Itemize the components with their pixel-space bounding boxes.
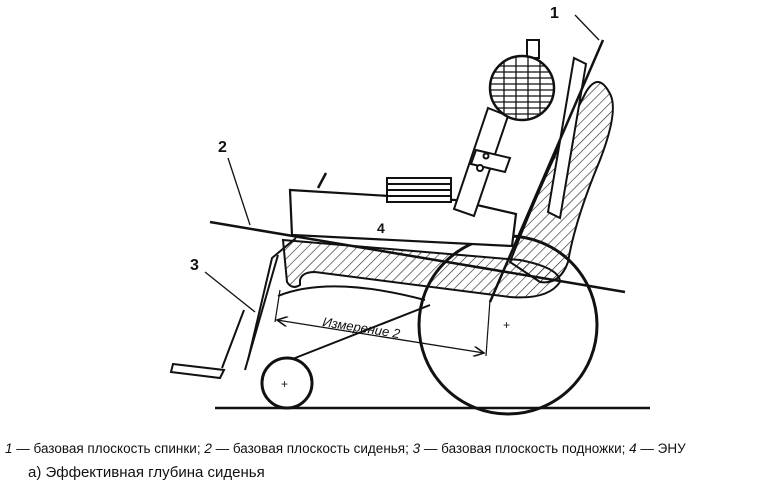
callout-1: 1: [550, 5, 559, 22]
legend-text-4: — ЭНУ: [636, 441, 686, 456]
caster-wheel: +: [260, 356, 314, 410]
legend-num-1: 1: [5, 441, 13, 456]
head-connector: [526, 39, 540, 59]
enu-back-linkage: [452, 106, 512, 218]
measurement-dimension-line: [277, 320, 484, 353]
callout-leader-1: [574, 14, 600, 41]
callout-leader-2: [227, 157, 251, 226]
wheelchair-diagram: + +: [169, 5, 650, 416]
measurement-label: Измерение 2: [322, 314, 402, 341]
legend-caption: 1 — базовая плоскость спинки; 2 — базова…: [5, 441, 686, 456]
extension-line-front: [274, 289, 281, 323]
footrest-reference-plane: [244, 254, 279, 371]
weight-stack: [386, 177, 452, 203]
extension-line-rear: [485, 299, 491, 357]
back-reference-plane: [488, 39, 605, 303]
footrest: [169, 362, 226, 380]
callout-4: 4: [377, 220, 385, 236]
callout-leader-3: [204, 271, 256, 313]
legend-num-2: 2: [204, 441, 212, 456]
svg-text:+: +: [503, 318, 510, 332]
callout-2: 2: [218, 139, 227, 156]
callout-3: 3: [190, 257, 199, 274]
backrest-post: [546, 56, 588, 220]
legend-num-3: 3: [412, 441, 421, 456]
legend-num-4: 4: [629, 441, 637, 456]
legend-text-1: — базовая плоскость спинки;: [12, 441, 205, 456]
seat-reference-plane: [209, 220, 626, 294]
svg-text:+: +: [281, 377, 288, 391]
legend-text-2: — базовая плоскость сиденья;: [211, 441, 413, 456]
figure-subcaption: а) Эффективная глубина сиденья: [28, 464, 265, 481]
legend-text-3: — базовая плоскость подножки;: [420, 441, 630, 456]
